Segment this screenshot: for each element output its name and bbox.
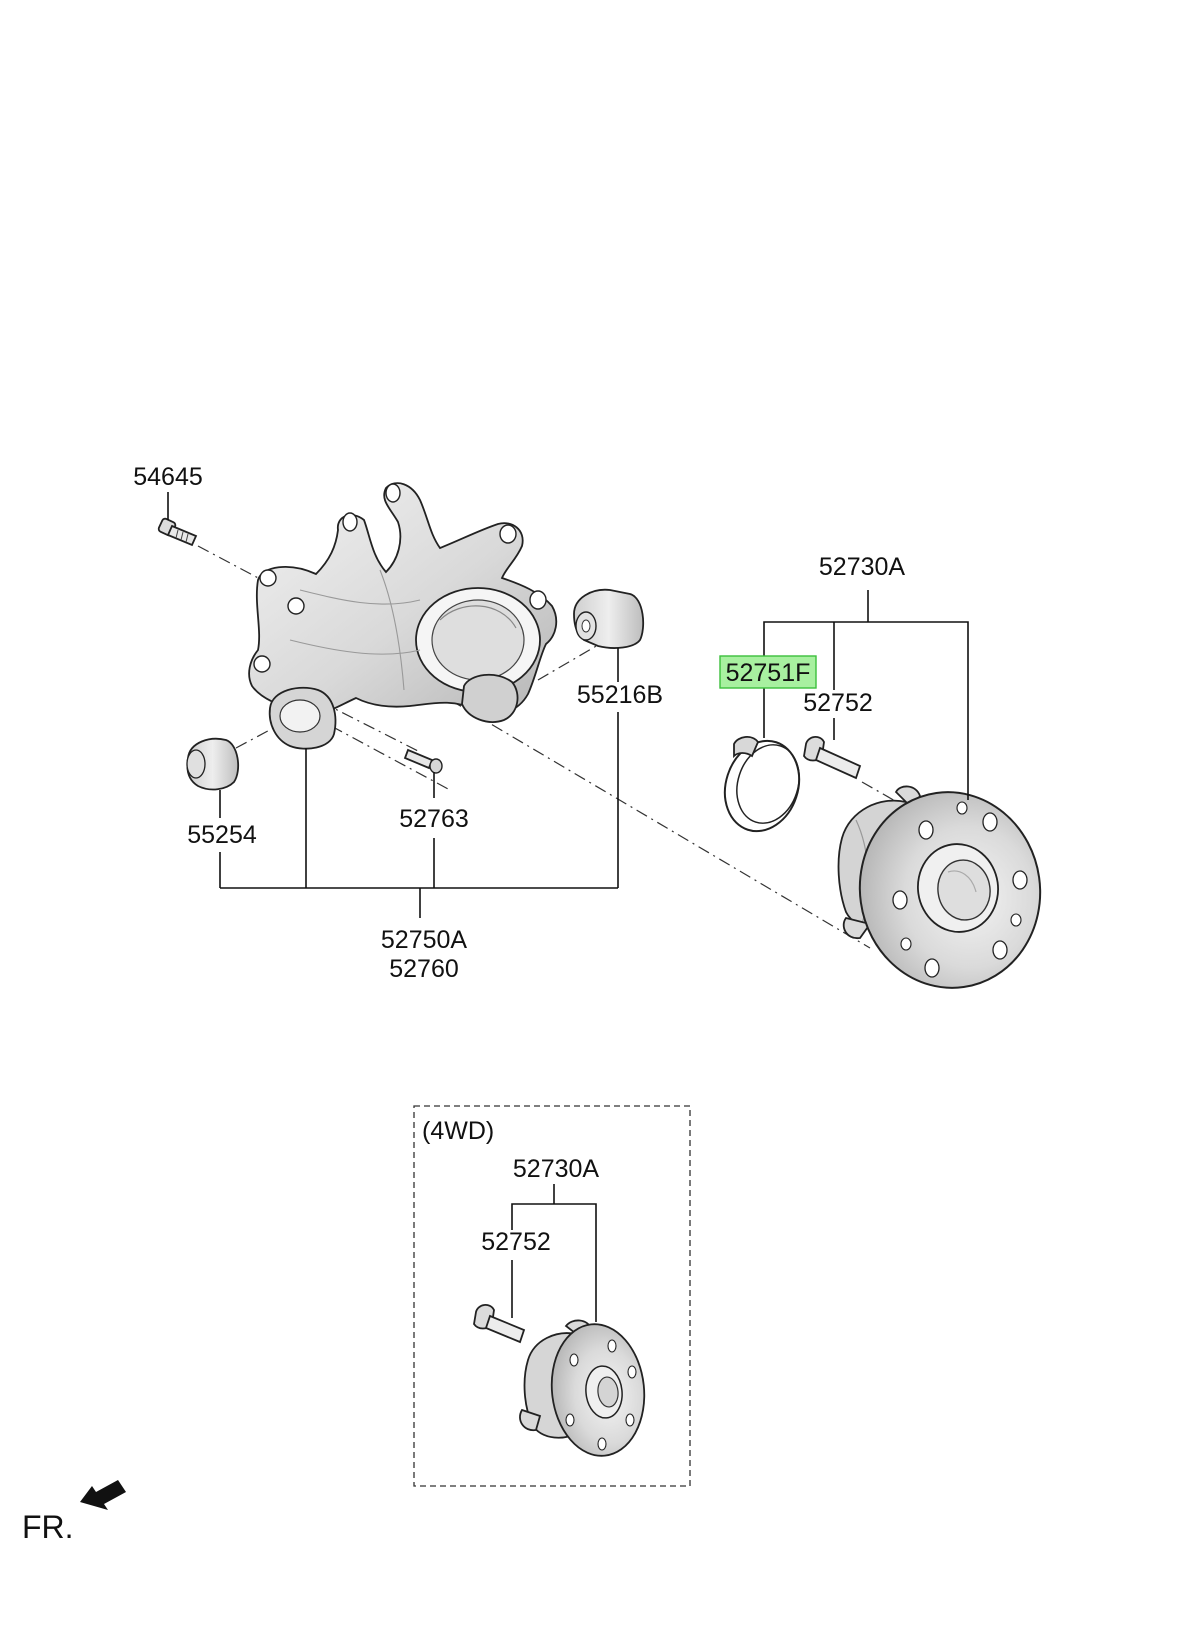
bolt-54645-part xyxy=(157,517,198,547)
label-52752-top[interactable]: 52752 xyxy=(803,689,873,717)
stud-52752-top-part xyxy=(803,736,862,780)
label-52763[interactable]: 52763 xyxy=(399,805,469,833)
inset-border xyxy=(413,1105,691,1487)
front-direction-indicator: FR. xyxy=(22,1480,126,1545)
stud-52752-inset-part xyxy=(473,1304,526,1344)
front-arrow-icon xyxy=(80,1480,126,1510)
label-52760[interactable]: 52760 xyxy=(389,955,459,983)
inset-4wd: (4WD) 52730A 52752 xyxy=(413,1105,691,1487)
label-52752-inset[interactable]: 52752 xyxy=(481,1228,551,1256)
label-54645[interactable]: 54645 xyxy=(133,463,203,491)
label-55216b[interactable]: 55216B xyxy=(577,681,663,709)
label-52750a[interactable]: 52750A xyxy=(381,926,468,954)
label-52730a-top[interactable]: 52730A xyxy=(819,553,906,581)
bolt-52763-part xyxy=(403,748,443,774)
labels-main: 54645 52730A 52751F 52752 55216B 55254 5… xyxy=(133,463,905,983)
knuckle-part xyxy=(248,482,558,750)
highlight-border-52751f xyxy=(719,655,817,689)
bushing-55254-part xyxy=(186,737,240,791)
highlight-box-52751f xyxy=(720,656,816,688)
bushing-55216b-part xyxy=(573,588,645,649)
front-label: FR. xyxy=(22,1509,74,1545)
hub-52730a-inset-part xyxy=(519,1319,646,1457)
hub-52730a-part xyxy=(837,785,1042,989)
label-55254[interactable]: 55254 xyxy=(187,821,257,849)
label-52730a-inset[interactable]: 52730A xyxy=(513,1155,600,1183)
seal-52751f-part xyxy=(723,736,801,833)
label-52751f[interactable]: 52751F xyxy=(726,659,811,687)
inset-title: (4WD) xyxy=(422,1117,494,1145)
